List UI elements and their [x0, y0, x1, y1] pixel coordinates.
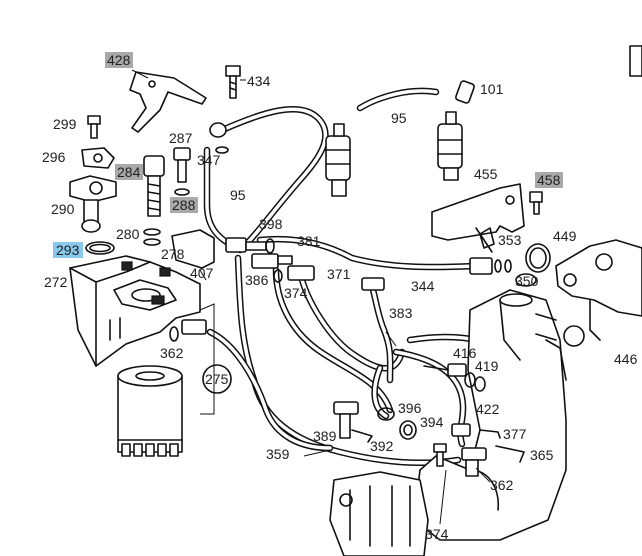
fitting-381	[251, 253, 293, 269]
label-95-b: 95	[391, 110, 407, 126]
label-386: 386	[245, 272, 269, 288]
fitting-350	[469, 257, 512, 275]
filter-cartridge-275	[117, 303, 215, 457]
banjo-347	[209, 122, 229, 154]
label-446: 446	[614, 351, 638, 367]
label-293: 293	[56, 242, 80, 258]
bracket-455	[431, 183, 525, 253]
banjo-396	[377, 407, 395, 421]
fitting-416	[423, 363, 467, 377]
fitting-362-left	[169, 319, 207, 342]
highlight-288	[170, 197, 198, 213]
label-359: 359	[266, 446, 290, 462]
seal-394	[399, 420, 417, 440]
label-344: 344	[411, 278, 435, 294]
label-383: 383	[389, 305, 413, 321]
label-280: 280	[116, 226, 140, 242]
fitting-389	[333, 401, 359, 439]
screw-287	[173, 147, 191, 196]
label-392: 392	[370, 438, 394, 454]
seal-422	[474, 376, 486, 392]
callout-labels: 428 434 299 296 287 284 347 290 288 280 …	[42, 52, 638, 542]
fitting-362-right	[461, 447, 487, 477]
lower-housing	[329, 471, 429, 556]
label-371: 371	[327, 266, 351, 282]
label-449: 449	[553, 228, 577, 244]
label-362-a: 362	[160, 345, 184, 361]
fitting-383	[361, 277, 385, 291]
label-296: 296	[42, 149, 66, 165]
pump-assembly-446	[555, 45, 642, 341]
label-288: 288	[172, 197, 196, 213]
label-381: 381	[297, 233, 321, 249]
label-362-b: 362	[490, 477, 514, 493]
label-299: 299	[53, 116, 77, 132]
label-374-b: 374	[425, 526, 449, 542]
label-394: 394	[420, 414, 444, 430]
bolt-299	[87, 115, 101, 139]
clip-392	[351, 429, 373, 443]
highlight-458	[535, 172, 563, 188]
fitting-371	[273, 265, 315, 283]
clip-365	[495, 445, 525, 463]
label-287: 287	[169, 130, 193, 146]
filter-head-290	[69, 175, 117, 233]
label-458: 458	[537, 172, 561, 188]
injector-95-left	[325, 123, 351, 197]
label-389: 389	[313, 428, 337, 444]
seal-ring-293	[85, 241, 115, 255]
label-407: 407	[190, 265, 214, 281]
label-434: 434	[247, 73, 271, 89]
label-455: 455	[474, 166, 498, 182]
screw-458	[529, 191, 543, 215]
callout-circle-275	[202, 364, 232, 394]
label-275: 275	[205, 371, 229, 387]
fitting-398	[225, 237, 275, 254]
label-419: 419	[475, 358, 499, 374]
cap-101	[455, 80, 475, 104]
label-347: 347	[197, 152, 221, 168]
label-377: 377	[503, 426, 527, 442]
label-95-a: 95	[230, 187, 246, 203]
valve-284	[143, 155, 165, 217]
label-416: 416	[453, 345, 477, 361]
highlight-428	[105, 52, 133, 68]
label-290: 290	[51, 201, 75, 217]
filter-housing-272	[69, 255, 201, 367]
label-350: 350	[515, 273, 539, 289]
highlight-284	[115, 164, 143, 180]
label-272: 272	[44, 274, 68, 290]
fitting-377	[451, 423, 501, 439]
label-353: 353	[498, 232, 522, 248]
label-398: 398	[259, 216, 283, 232]
bracket-407	[171, 229, 215, 281]
injector-95-right	[437, 111, 463, 181]
plate-296	[81, 147, 115, 169]
label-374-a: 374	[284, 285, 308, 301]
highlight-293	[53, 242, 83, 258]
leader-lines	[303, 331, 491, 525]
label-422: 422	[476, 401, 500, 417]
label-284: 284	[117, 164, 141, 180]
bolt-434	[225, 65, 246, 99]
washers-280-278	[143, 228, 161, 246]
bracket-428	[129, 69, 207, 133]
clip-353	[479, 227, 495, 249]
label-428: 428	[107, 52, 131, 68]
label-396: 396	[398, 400, 422, 416]
bolt-374-bottom	[433, 443, 447, 467]
label-278: 278	[161, 246, 185, 262]
label-101: 101	[480, 81, 504, 97]
seal-ring-449	[525, 243, 551, 273]
label-365: 365	[530, 447, 554, 463]
